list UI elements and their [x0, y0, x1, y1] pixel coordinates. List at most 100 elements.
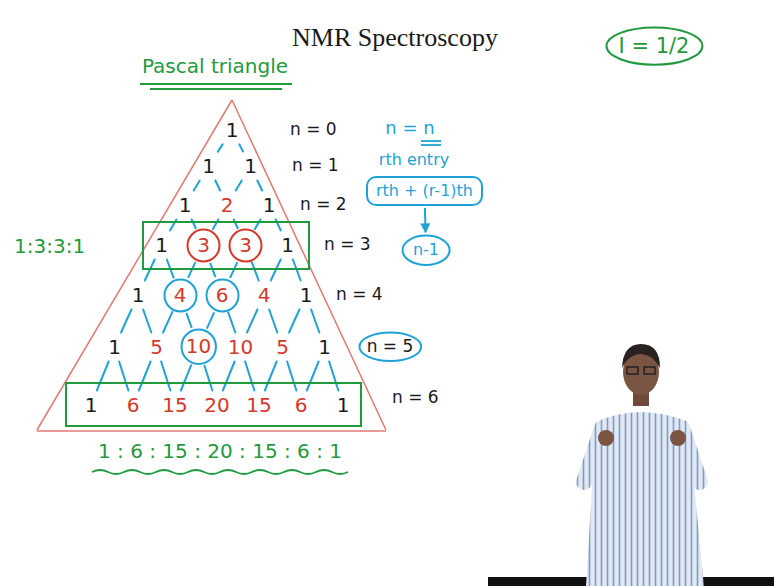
pascal-number: 1: [244, 155, 257, 178]
pascal-number: 1: [202, 155, 215, 178]
pascal-number: 6: [295, 394, 308, 417]
node-outline-shape: [230, 229, 262, 261]
row-label: n = 6: [392, 388, 439, 408]
node-text: 3: [197, 234, 210, 257]
row-band: 1 1 3 3: [142, 221, 310, 270]
triangle-side: [37, 100, 232, 430]
row-label: n = 1: [292, 156, 339, 176]
node-text: n-1: [413, 241, 439, 259]
lattice-line: [228, 312, 235, 332]
connector: [186, 313, 191, 328]
node-outline-shape: [402, 235, 449, 264]
pascal-number: 5: [276, 336, 289, 359]
pascal-number: 1: [108, 336, 121, 359]
pascal-number: 5: [150, 336, 163, 359]
pascal-number: 1: [263, 194, 276, 217]
lattice-line: [139, 362, 151, 391]
lattice-line: [143, 310, 151, 333]
underline: [140, 83, 292, 85]
underline: [421, 144, 441, 146]
pascal-number: 10: [228, 336, 253, 359]
lattice-line: [223, 362, 235, 391]
node-text: 6: [216, 284, 229, 307]
ratio-text: 1 : 6 : 15 : 20 : 15 : 6 : 1: [98, 440, 342, 463]
pascal-number: 1: [318, 336, 331, 359]
row-label: n = 3: [324, 235, 371, 255]
lattice-line: [119, 362, 128, 391]
lattice-line: [245, 362, 254, 391]
node-outline-shape: [188, 229, 220, 261]
pascal-number: 1: [179, 194, 192, 217]
note-text: rth entry: [379, 151, 449, 169]
spin-ellipse: I = 1/2: [605, 26, 704, 66]
lattice-line: [329, 362, 338, 391]
node-text: I = 1/2: [619, 34, 690, 58]
lattice-line: [236, 181, 242, 191]
connector: [210, 263, 215, 277]
result-ellipse: n-1: [401, 234, 451, 266]
formula-box: rth + (r-1)th: [366, 176, 483, 206]
pascal-number: 4: [258, 284, 271, 307]
note-text: n = n: [385, 118, 434, 139]
connector: [424, 208, 427, 232]
lattice-line: [204, 366, 212, 391]
connector: [207, 312, 214, 328]
ratio-text: 1:3:3:1: [14, 235, 85, 258]
pascal-number: 1: [226, 119, 239, 142]
circled-number: 3: [228, 228, 263, 263]
triangle-base: [37, 430, 386, 432]
lattice-line: [161, 362, 170, 391]
lattice-line: [252, 262, 259, 280]
wavy-underline: [92, 470, 348, 474]
lattice-line: [247, 310, 257, 333]
lattice-line: [97, 362, 109, 391]
connector: [230, 262, 237, 278]
pascal-number: 1: [281, 234, 294, 257]
node-text: 10: [186, 335, 211, 358]
lattice-line: [307, 362, 319, 391]
lattice-line: [257, 181, 262, 191]
lattice-line: [121, 310, 131, 333]
pascal-number: 15: [246, 394, 271, 417]
row-band: 1615201561: [65, 382, 362, 427]
node-outline-shape: [206, 279, 238, 311]
lattice-line: [215, 181, 220, 191]
pascal-number: 1: [337, 394, 350, 417]
row-label: n = 4: [336, 285, 383, 305]
row-label: n = 2: [300, 195, 347, 215]
lattice-line: [145, 260, 155, 281]
connector: [188, 262, 195, 278]
node-text: n = 5: [367, 337, 414, 357]
node-outline-shape: [181, 330, 215, 364]
lattice-line: [265, 362, 277, 391]
lattice-lines: [97, 144, 339, 390]
pascal-number: 15: [162, 394, 187, 417]
lattice-line: [181, 365, 191, 390]
lattice-line: [289, 310, 299, 333]
pascal-number: 2: [221, 194, 234, 217]
node-text: 3: [239, 234, 252, 257]
lattice-line: [194, 181, 200, 191]
node-outline-shape: [164, 279, 196, 311]
heading-note: Pascal triangle: [142, 55, 288, 78]
lattice-line: [287, 362, 296, 391]
circled-number: 6: [205, 278, 240, 313]
presenter-figure: [488, 344, 774, 586]
row-label: n = 0: [290, 120, 337, 140]
pascal-number: 1: [155, 234, 168, 257]
pascal-number: 1: [85, 394, 98, 417]
lattice-line: [218, 144, 223, 151]
circled-number: 10: [180, 328, 217, 365]
circled-number: 4: [163, 278, 198, 313]
underline: [150, 88, 282, 90]
circled-number: 3: [186, 228, 221, 263]
node-outline-shape: [359, 333, 421, 362]
underline: [421, 140, 441, 142]
node-text: rth + (r-1)th: [376, 182, 473, 200]
slide-title: NMR Spectroscopy: [292, 23, 498, 53]
lattice-line: [271, 260, 281, 281]
pascal-number: 6: [127, 394, 140, 417]
